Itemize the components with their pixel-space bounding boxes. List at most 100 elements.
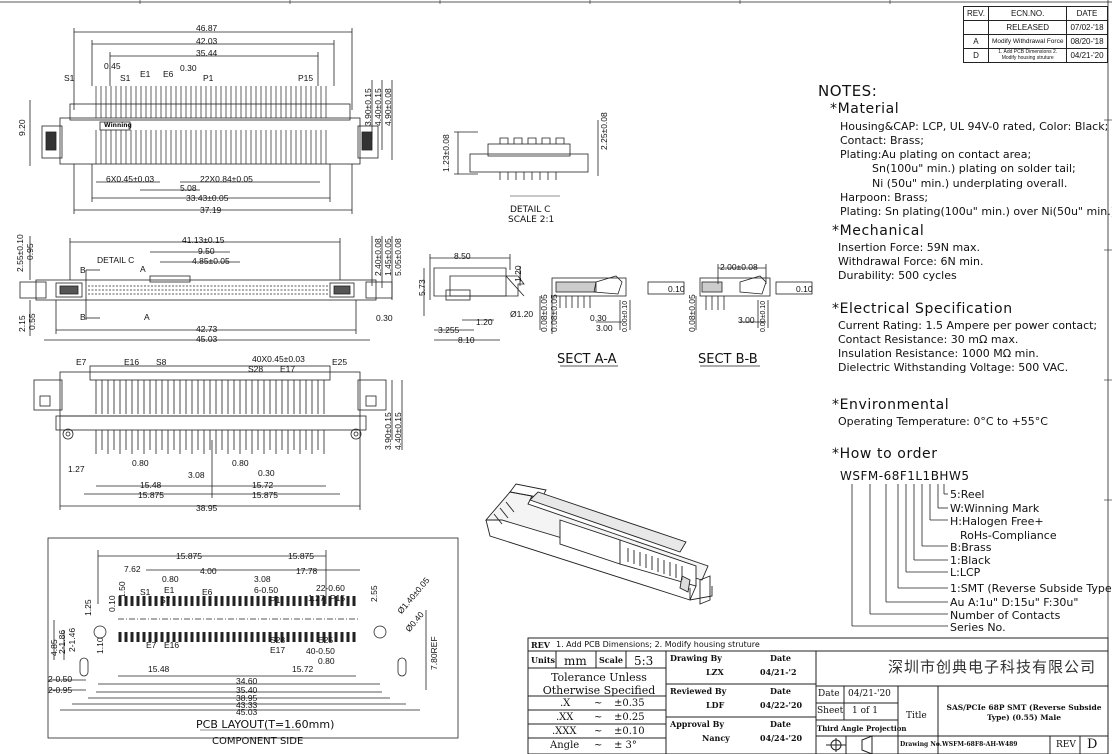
section-b-b-label: SECT B-B xyxy=(698,352,758,367)
tb-tolerance-title: Tolerance Unless Otherwise Specified xyxy=(542,671,656,698)
tb-units-label: Units xyxy=(531,655,556,665)
dim: 15.72 xyxy=(252,480,274,490)
dim: P1 xyxy=(270,595,281,605)
dim: P15 xyxy=(298,73,314,83)
dim: S1 xyxy=(140,587,151,597)
dim: 15.875 xyxy=(252,490,278,500)
ecn-header: ECN.NO. xyxy=(987,6,1068,21)
dim: 15.875 xyxy=(288,551,314,561)
section-b-b-view xyxy=(695,264,813,367)
dim: A xyxy=(144,312,150,322)
dim: 5.73 xyxy=(417,279,427,296)
dim: 0.00±0.10 xyxy=(760,300,767,332)
ecn-cell: 1. Add PCB Dimensions 2. Modify housing … xyxy=(987,48,1068,63)
tb-date-label: Date xyxy=(770,686,791,696)
dim: 5.05±0.08 xyxy=(393,238,403,276)
dim: E1 xyxy=(164,585,175,595)
dim: Ø1.20 xyxy=(510,309,534,319)
tb-units-value: mm xyxy=(564,654,587,668)
note-line: Durability: 500 cycles xyxy=(838,269,957,282)
dim: 4.40±0.15 xyxy=(393,412,403,450)
order-tree-lines xyxy=(851,484,948,627)
dim: 3.00 xyxy=(738,315,755,325)
dim: 1.23±0.08 xyxy=(441,134,451,172)
dim: 3.00 xyxy=(596,323,613,333)
date-cell: 04/21-'20 xyxy=(1066,48,1108,63)
dim: 1.27 xyxy=(308,593,325,603)
order-item: Series No. xyxy=(950,621,1006,634)
dim: B xyxy=(80,312,86,322)
dim: S1 xyxy=(120,73,131,83)
detail-c-caption: DETAIL C xyxy=(510,205,551,215)
note-line: Contact Resistance: 30 mΩ max. xyxy=(838,333,1019,346)
dim: 1.20 xyxy=(513,265,523,282)
dim: B xyxy=(80,265,86,275)
dim: 1.20 xyxy=(476,317,493,327)
note-line: Ni (50u" min.) underplating overall. xyxy=(872,177,1068,190)
dim: 1.50 xyxy=(117,581,127,598)
dim: 5.08 xyxy=(180,183,197,193)
dim: 8.50 xyxy=(454,251,471,261)
dim: 41.13±0.15 xyxy=(182,235,225,245)
ecn-cell: RELEASED xyxy=(987,20,1068,35)
note-line: Insulation Resistance: 1000 MΩ min. xyxy=(838,347,1039,360)
dim: 2.55 xyxy=(369,585,379,602)
dim: 4.00 xyxy=(200,566,217,576)
note-line: Insertion Force: 59N max. xyxy=(838,241,980,254)
dim: 0.55 xyxy=(27,313,37,330)
tol-value: ±0.35 xyxy=(614,698,645,709)
dim: 4.40±0.15 xyxy=(373,88,383,126)
winning-mark: Winning xyxy=(104,122,132,129)
tb-drawing-no-label: Drawing No. xyxy=(900,741,942,748)
dim: 15.48 xyxy=(140,480,162,490)
dim: E16 xyxy=(164,640,180,650)
part-number: WSFM-68F1L1BHW5 xyxy=(840,469,970,483)
dim: S28 xyxy=(248,364,264,374)
tol-value: ± 3° xyxy=(614,740,637,751)
dim: 0.08±0.05 xyxy=(687,294,697,332)
dim: E6 xyxy=(202,587,213,597)
tb-drawing-date: 04/21-'2 xyxy=(760,667,797,677)
tb-date-label: Date xyxy=(770,719,791,729)
dim: 0.30 xyxy=(258,468,275,478)
tol-key: .XXX xyxy=(552,726,577,737)
dim: 0.80 xyxy=(318,656,335,666)
dim: 45.03 xyxy=(236,707,258,717)
dim: 40-0.50 xyxy=(306,646,335,656)
note-line: Withdrawal Force: 6N min. xyxy=(838,255,984,268)
order-item: L:LCP xyxy=(950,566,981,579)
dim: A xyxy=(140,264,146,274)
tol-sep: ~ xyxy=(594,698,603,709)
environmental-heading: *Environmental xyxy=(832,397,950,413)
tol-value: ±0.25 xyxy=(614,712,645,723)
dim: E7 xyxy=(146,640,157,650)
dim: 2.25±0.08 xyxy=(599,112,609,150)
dim: 0.10 xyxy=(668,284,685,294)
note-line: Current Rating: 1.5 Ampere per power con… xyxy=(838,319,1098,332)
tol-key: .X xyxy=(560,698,571,709)
dim: 15.875 xyxy=(176,551,202,561)
dim: 9.20 xyxy=(17,119,27,136)
tb-rev-cell-label: REV xyxy=(1056,740,1076,750)
dim: 46.87 xyxy=(196,23,218,33)
notes-title: NOTES: xyxy=(818,82,878,100)
note-line: Harpoon: Brass; xyxy=(840,191,929,204)
ecn-cell: Modify Withdrawal Force xyxy=(987,34,1068,49)
dim: P15 xyxy=(330,593,346,603)
dim: 0.80 xyxy=(132,458,149,468)
order-heading: *How to order xyxy=(832,446,938,462)
dim: 9.50 xyxy=(198,246,215,256)
bottom-view xyxy=(33,365,403,510)
dim: 2.00±0.08 xyxy=(720,262,758,272)
component-side-label: COMPONENT SIDE xyxy=(212,736,304,747)
dim: E16 xyxy=(124,357,140,367)
dim: E17 xyxy=(270,645,286,655)
dim: 38.95 xyxy=(236,693,258,703)
detail-c-callout: DETAIL C xyxy=(97,255,135,265)
order-item: Number of Contacts xyxy=(950,609,1061,622)
tb-rev-label: REV xyxy=(531,640,550,650)
dim: 35.40 xyxy=(236,685,258,695)
dim: 7.62 xyxy=(124,564,141,574)
section-a-a-label: SECT A-A xyxy=(557,352,617,367)
